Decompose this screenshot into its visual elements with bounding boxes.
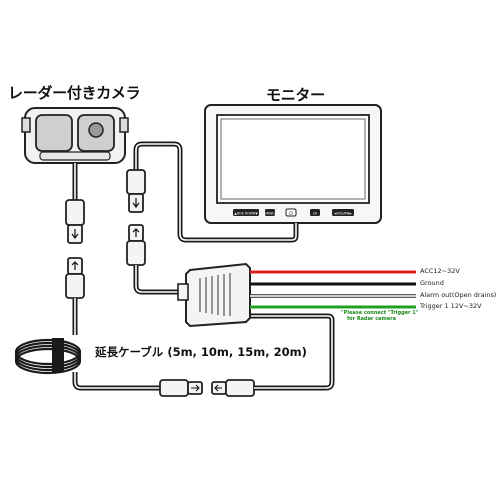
wire-label-alarm: Alarm out(Open drains): [420, 291, 497, 299]
monitor-connector: [126, 169, 146, 213]
camera-connector: [65, 199, 85, 244]
camera-label: レーダー付きカメラ: [8, 84, 141, 102]
camera-lens-icon: [88, 122, 104, 138]
monitor-label: モニター: [266, 86, 325, 104]
extension-connector-bottom: [159, 379, 255, 397]
radar-camera: [21, 107, 129, 164]
radar-trigger-note: "Please connect "Trigger 1" for Radar ca…: [341, 310, 418, 322]
cable-coil: [14, 338, 82, 375]
note-line-2: for Radar camera: [347, 316, 396, 322]
monitor-button-up-down: ▲DOE DOWN▼: [234, 212, 258, 216]
power-wires: [250, 270, 416, 309]
wire-label-ground: Ground: [420, 279, 444, 287]
monitor-power-icon: ⏻: [289, 211, 293, 217]
junction-box: [177, 262, 251, 328]
monitor-button-volume: ◄VOLUME►: [334, 212, 353, 216]
monitor-button-ch: CH: [313, 212, 318, 216]
extension-connector-top: [65, 257, 85, 299]
note-line-1: "Please connect "Trigger 1": [341, 310, 419, 316]
junction-connector: [126, 224, 146, 266]
wire-label-trigger: Trigger 1 12V~32V: [420, 302, 482, 310]
wire-label-acc: ACC12~32V: [420, 267, 460, 275]
monitor-button-menu: MENU: [265, 212, 275, 216]
extension-cable-label: 延長ケーブル (5m, 10m, 15m, 20m): [95, 345, 307, 359]
monitor: [204, 104, 382, 224]
